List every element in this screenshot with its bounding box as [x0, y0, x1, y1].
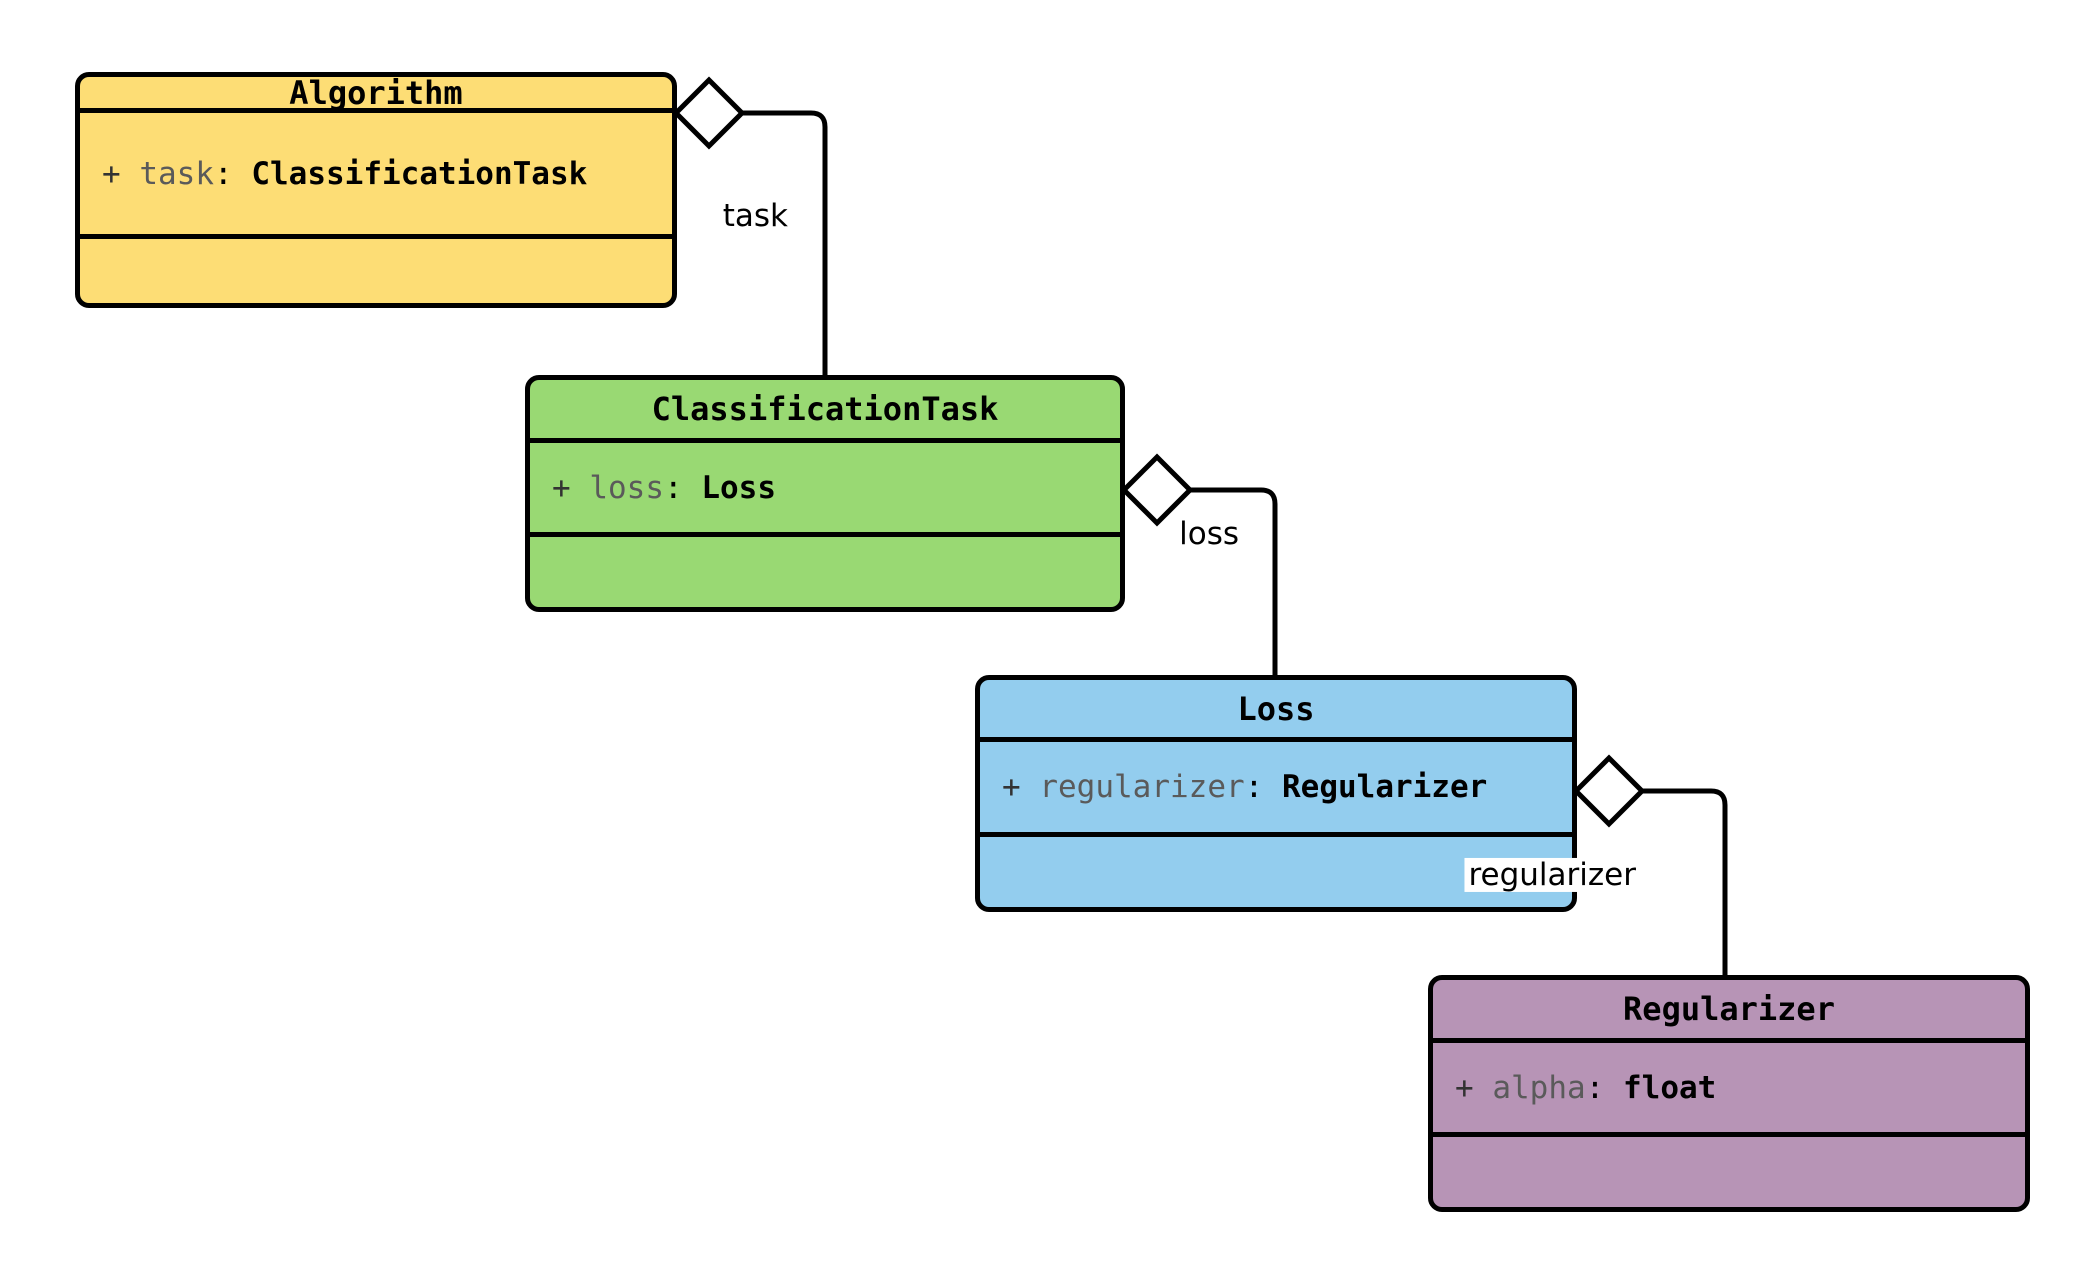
attribute-separator: : [214, 155, 233, 192]
uml-class-attributes-regularizer: + alpha: float [1433, 1043, 2025, 1137]
attribute-name: loss [589, 469, 664, 506]
attribute-type: ClassificationTask [251, 155, 588, 192]
edge-label-task: task [718, 199, 792, 233]
attribute-visibility: + [552, 469, 571, 506]
uml-class-loss[interactable]: Loss + regularizer: Regularizer [975, 675, 1577, 912]
aggregation-diamond-icon [672, 76, 746, 150]
relationship-line [1642, 788, 1728, 975]
uml-class-methods-classificationtask [530, 537, 1120, 607]
attribute-visibility: + [1002, 769, 1021, 805]
attribute-name: task [139, 155, 214, 192]
attribute-separator: : [1585, 1069, 1605, 1106]
uml-class-regularizer[interactable]: Regularizer + alpha: float [1428, 975, 2030, 1212]
uml-attribute-row: + loss: Loss [552, 470, 776, 506]
attribute-visibility: + [1455, 1069, 1474, 1106]
uml-attribute-row: + task: ClassificationTask [102, 156, 587, 192]
uml-class-classificationtask[interactable]: ClassificationTask + loss: Loss [525, 375, 1125, 612]
uml-attribute-row: + regularizer: Regularizer [1002, 769, 1487, 805]
edge-label-loss: loss [1175, 517, 1243, 551]
attribute-name: regularizer [1039, 769, 1245, 805]
attribute-separator: : [664, 469, 683, 506]
aggregation-diamond-icon [1120, 453, 1194, 527]
attribute-separator: : [1244, 769, 1264, 805]
attribute-visibility: + [102, 155, 121, 192]
uml-class-title-loss: Loss [980, 680, 1572, 742]
relationship-rel-loss[interactable] [1120, 453, 1278, 675]
uml-class-methods-algorithm [80, 239, 672, 303]
uml-attribute-row: + alpha: float [1455, 1070, 1716, 1106]
attribute-type: Regularizer [1282, 769, 1488, 805]
uml-class-attributes-loss: + regularizer: Regularizer [980, 742, 1572, 837]
uml-class-attributes-classificationtask: + loss: Loss [530, 443, 1120, 537]
attribute-type: float [1623, 1069, 1717, 1106]
uml-class-title-classificationtask: ClassificationTask [530, 380, 1120, 443]
edge-label-regularizer: regularizer [1464, 858, 1640, 892]
relationship-line [742, 110, 828, 375]
uml-class-title-regularizer: Regularizer [1433, 980, 2025, 1043]
uml-class-algorithm[interactable]: Algorithm + task: ClassificationTask [75, 72, 677, 308]
uml-class-attributes-algorithm: + task: ClassificationTask [80, 113, 672, 239]
aggregation-diamond-icon [1572, 754, 1646, 828]
attribute-name: alpha [1492, 1069, 1586, 1106]
uml-class-title-algorithm: Algorithm [80, 77, 672, 113]
attribute-type: Loss [701, 469, 776, 506]
uml-class-methods-regularizer [1433, 1137, 2025, 1207]
